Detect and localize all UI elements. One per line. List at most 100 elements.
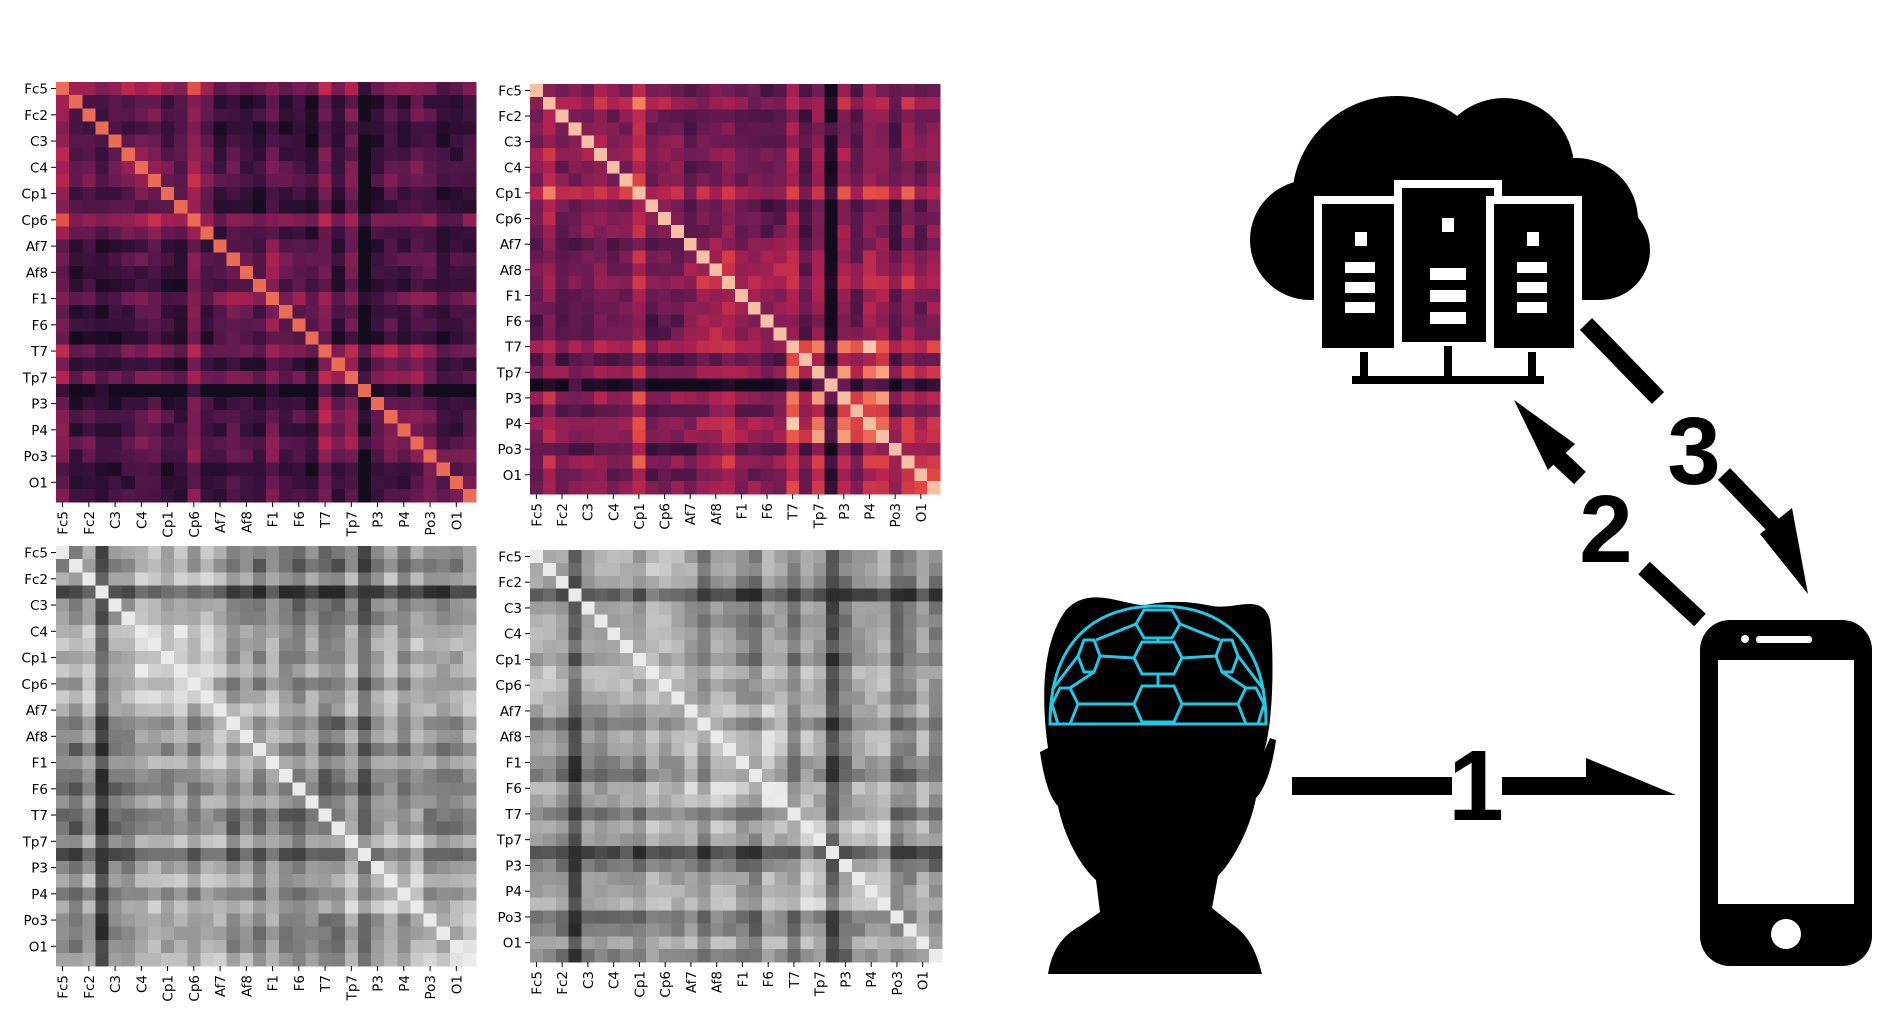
heatmap-cell bbox=[357, 488, 372, 503]
heatmap-cell bbox=[645, 301, 659, 316]
heatmap-cell bbox=[786, 481, 800, 495]
heatmap-cell bbox=[568, 160, 582, 175]
heatmap-cell bbox=[449, 703, 464, 718]
heatmap-cell bbox=[606, 429, 621, 444]
heatmap-cell bbox=[121, 292, 136, 306]
heatmap-cell bbox=[134, 278, 149, 293]
heatmap-cell bbox=[696, 314, 710, 329]
heatmap-cell bbox=[697, 859, 711, 873]
heatmap-cell bbox=[811, 96, 826, 111]
heatmap-cell bbox=[903, 871, 917, 886]
heatmap-cell bbox=[799, 404, 813, 418]
heatmap-cell bbox=[530, 614, 544, 628]
heatmap-cell bbox=[56, 344, 70, 359]
heatmap-cell bbox=[462, 265, 477, 280]
heatmap-cell bbox=[813, 665, 827, 680]
heatmap-cell bbox=[331, 729, 346, 744]
heatmap-cell bbox=[462, 847, 477, 862]
heatmap-cell bbox=[530, 224, 544, 239]
heatmap-cell bbox=[200, 808, 215, 823]
heatmap-cell bbox=[914, 340, 928, 354]
heatmap-cell bbox=[568, 96, 582, 111]
heatmap-cell bbox=[384, 265, 398, 280]
heatmap-cell bbox=[95, 939, 110, 954]
heatmap-cell bbox=[607, 550, 621, 564]
heatmap-cell bbox=[877, 704, 892, 718]
heatmap-cell bbox=[735, 442, 749, 457]
heatmap-cell bbox=[670, 276, 685, 290]
heatmap-cell bbox=[914, 96, 928, 111]
heatmap-cell bbox=[121, 370, 136, 385]
heatmap-cell bbox=[266, 200, 280, 214]
heatmap-cell bbox=[736, 846, 750, 860]
heatmap-cell bbox=[761, 781, 776, 796]
heatmap-cell bbox=[357, 331, 372, 346]
heatmap-cell bbox=[292, 729, 306, 744]
heatmap-cell bbox=[69, 572, 83, 586]
heatmap-cell bbox=[568, 199, 582, 213]
heatmap-cell bbox=[200, 213, 215, 227]
heatmap-cell bbox=[462, 572, 477, 586]
heatmap-cell bbox=[108, 861, 123, 875]
heatmap-cell bbox=[901, 391, 915, 405]
heatmap-cell bbox=[927, 340, 941, 354]
heatmap-cell bbox=[436, 900, 451, 915]
heatmap-cell bbox=[530, 365, 544, 380]
heatmap-cell bbox=[633, 704, 647, 718]
heatmap-cell bbox=[266, 716, 280, 731]
heatmap-cell bbox=[581, 173, 595, 188]
heatmap-cell bbox=[735, 224, 749, 239]
heatmap-cell bbox=[69, 926, 83, 941]
heatmap-cell bbox=[161, 265, 175, 280]
heatmap-cell bbox=[670, 468, 685, 482]
heatmap-cell bbox=[108, 664, 123, 678]
heatmap-cell bbox=[69, 546, 83, 560]
heatmap-cell bbox=[581, 250, 595, 264]
heatmap-cell bbox=[121, 769, 136, 783]
heatmap-cell bbox=[305, 449, 320, 464]
heatmap-cell bbox=[787, 949, 801, 963]
heatmap-cell bbox=[147, 808, 162, 823]
heatmap-cell bbox=[774, 575, 789, 590]
heatmap-cell bbox=[851, 550, 866, 564]
heatmap-cell bbox=[851, 743, 866, 757]
heatmap-cell bbox=[462, 664, 477, 678]
heatmap-cell bbox=[542, 923, 557, 937]
heatmap-cell bbox=[929, 653, 943, 667]
heatmap-cell bbox=[147, 952, 162, 967]
heatmap-cell bbox=[607, 846, 621, 860]
heatmap-cell bbox=[851, 833, 866, 847]
heatmap-cell bbox=[671, 614, 686, 628]
heatmap-cell bbox=[839, 781, 853, 796]
heatmap-cell bbox=[200, 173, 215, 188]
heatmap-cell bbox=[826, 820, 840, 834]
heatmap-cell bbox=[761, 910, 776, 924]
heatmap-cell bbox=[811, 160, 826, 175]
heatmap-cell bbox=[423, 664, 438, 678]
heatmap-cell bbox=[384, 357, 398, 372]
heatmap-cell bbox=[384, 913, 398, 928]
heatmap-cell bbox=[709, 237, 723, 252]
heatmap-cell bbox=[174, 559, 188, 573]
heatmap-cell bbox=[82, 729, 96, 744]
heatmap-cell bbox=[722, 442, 736, 457]
x-tick-label: O1 bbox=[916, 971, 932, 990]
heatmap-cell bbox=[318, 834, 333, 849]
heatmap-cell bbox=[423, 331, 438, 346]
heatmap-cell bbox=[530, 199, 544, 213]
heatmap-cell bbox=[568, 84, 582, 98]
heatmap-cell bbox=[594, 730, 608, 744]
heatmap-cell bbox=[239, 716, 254, 731]
heatmap-cell bbox=[607, 910, 621, 924]
heatmap-cell bbox=[56, 651, 70, 665]
heatmap-cell bbox=[410, 226, 425, 241]
heatmap-cell bbox=[200, 357, 215, 372]
heatmap-cell bbox=[331, 900, 346, 915]
heatmap-cell bbox=[696, 365, 710, 380]
heatmap-cell bbox=[187, 546, 201, 560]
heatmap-cell bbox=[384, 278, 398, 293]
heatmap-cell bbox=[697, 614, 711, 628]
heatmap-cell bbox=[761, 562, 776, 577]
heatmap-cell bbox=[252, 703, 267, 718]
heatmap-cell bbox=[449, 572, 464, 586]
